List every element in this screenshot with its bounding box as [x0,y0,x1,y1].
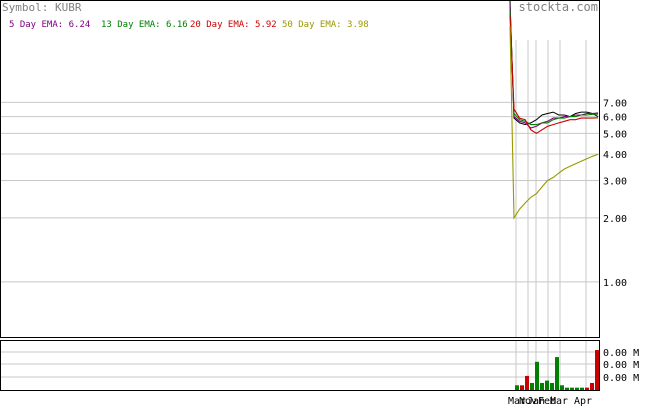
price-lines [509,0,599,220]
volume-bar [570,387,574,390]
volume-bar [575,387,579,390]
volume-bar [560,385,564,390]
price-tick-label: 7.00 [603,98,627,109]
legend: 5 Day EMA: 6.24 13 Day EMA: 6.16 20 Day … [9,20,369,30]
series-line-ema20 [509,15,599,135]
volume-bar [580,387,584,390]
volume-bar [525,375,529,390]
volume-tick-label: 0.00 M [603,373,639,384]
x-axis-label: Mar [508,396,526,406]
x-axis-label: Nov [519,396,537,406]
volume-bar [535,361,539,390]
volume-bar [565,387,569,390]
site-watermark: stockta.com [519,0,598,14]
price-tick-label: 1.00 [603,278,627,289]
price-tick-label: 4.00 [603,150,627,161]
symbol-label: Symbol: KUBR [2,1,82,14]
volume-bar [585,387,589,390]
volume-tick-label: 0.00 M [603,348,639,359]
x-axis-label: Feb [538,396,556,406]
series-line-ema50 [509,26,599,220]
volume-bar [590,382,594,390]
legend-ema13: 13 Day EMA: 6.16 [101,20,188,30]
price-tick-label: 3.00 [603,177,627,188]
volume-bar [545,380,549,390]
x-axis-label: Apr [574,396,592,406]
x-axis-label: Mar [550,396,568,406]
volume-tick-label: 0.00 M [603,360,639,371]
series-line-ema13 [509,10,599,126]
volume-bar [555,357,559,390]
price-panel-frame [0,0,600,338]
price-tick-label: 2.00 [603,214,627,225]
price-grid [1,101,599,283]
volume-bar [595,350,599,390]
legend-ema50: 50 Day EMA: 3.98 [282,20,369,30]
price-tick-label: 6.00 [603,113,627,124]
price-y-ticks: 7.00 6.00 5.00 4.00 3.00 2.00 1.00 [603,98,627,289]
volume-y-ticks: 0.00 M0.00 M0.00 M [603,348,639,384]
volume-grid [1,351,599,378]
legend-ema5: 5 Day EMA: 6.24 [9,20,90,30]
volume-bar [530,382,534,390]
volume-bar [515,385,519,390]
x-axis-label: Jan [527,396,545,406]
legend-ema20: 20 Day EMA: 5.92 [190,20,277,30]
volume-panel-frame [0,340,600,391]
volume-bar [550,382,554,390]
volume-bar [520,385,524,390]
series-line-price [509,0,599,126]
volume-bars [515,350,599,390]
price-tick-label: 5.00 [603,129,627,140]
volume-bar [540,382,544,390]
